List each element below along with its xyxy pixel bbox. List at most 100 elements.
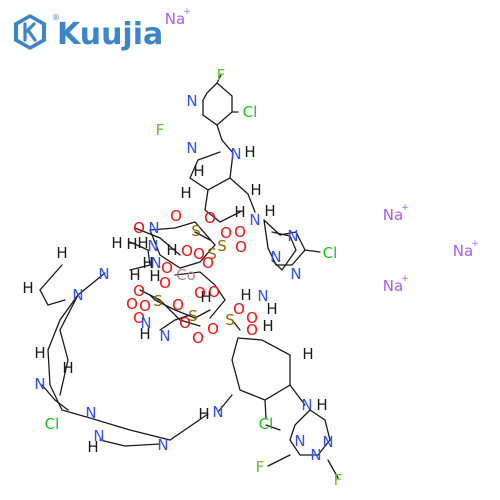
nitrogen-atom: N bbox=[310, 446, 321, 464]
nitrogen-atom: N bbox=[157, 436, 168, 454]
hydrogen-atom: H bbox=[111, 234, 122, 252]
oxygen-atom: O bbox=[161, 259, 173, 277]
oxygen-atom: O bbox=[246, 321, 258, 339]
oxygen-atom: O bbox=[179, 314, 191, 332]
sodium-ion: Na + bbox=[383, 274, 409, 295]
hydrogen-atom: H bbox=[139, 325, 150, 343]
logo-brand-text: Kuujia bbox=[57, 17, 163, 52]
oxygen-atom: O bbox=[233, 300, 245, 318]
nitrogen-atom: N bbox=[98, 265, 109, 283]
hydrogen-atom: H bbox=[244, 143, 255, 161]
hydrogen-atom: H bbox=[250, 181, 261, 199]
nitrogen-atom: N bbox=[186, 92, 197, 110]
svg-text:Na: Na bbox=[383, 206, 403, 224]
nitrogen-atom: N bbox=[159, 327, 170, 345]
sulfur-atom: S bbox=[153, 292, 163, 310]
svg-text:Na: Na bbox=[165, 10, 185, 28]
svg-text:+: + bbox=[401, 203, 409, 213]
oxygen-atom: O bbox=[235, 238, 247, 256]
nitrogen-atom: N bbox=[34, 375, 45, 393]
nitrogen-atom: N bbox=[72, 286, 83, 304]
hydrogen-atom: H bbox=[137, 234, 148, 252]
hydrogen-atom: H bbox=[126, 235, 137, 253]
nitrogen-atom: N bbox=[212, 403, 223, 421]
cobalt-atom: Co bbox=[176, 266, 196, 284]
chlorine-atom: Cl bbox=[323, 244, 338, 262]
hydrogen-atom: H bbox=[62, 359, 73, 377]
sodium-ion: Na + bbox=[453, 239, 479, 260]
nitrogen-atom: N bbox=[249, 211, 260, 229]
hydrogen-atom: H bbox=[234, 203, 245, 221]
oxygen-atom: O bbox=[234, 223, 246, 241]
logo-registered-mark: ® bbox=[52, 13, 60, 22]
oxygen-atom: O bbox=[159, 274, 171, 292]
nitrogen-atom: N bbox=[148, 219, 159, 237]
nitrogen-atom: N bbox=[301, 396, 312, 414]
sulfur-atom: S bbox=[217, 237, 227, 255]
hydrogen-atom: H bbox=[240, 286, 251, 304]
oxygen-atom: O bbox=[207, 320, 219, 338]
hydrogen-atom: H bbox=[302, 345, 313, 363]
sulfur-atom: S bbox=[225, 311, 235, 329]
nitrogen-atom: N bbox=[93, 427, 104, 445]
nitrogen-atom: N bbox=[186, 139, 197, 157]
nitrogen-atom: N bbox=[140, 314, 151, 332]
oxygen-atom: O bbox=[194, 284, 206, 302]
hydrogen-atom: H bbox=[198, 405, 209, 423]
sodium-ion: Na + bbox=[165, 7, 191, 28]
bond-lines bbox=[39, 74, 339, 479]
oxygen-atom: O bbox=[181, 242, 193, 260]
svg-text:Na: Na bbox=[383, 277, 403, 295]
hydrogen-atom: H bbox=[56, 244, 67, 262]
oxygen-atom: O bbox=[220, 224, 232, 242]
chlorine-atom: Cl bbox=[45, 415, 60, 433]
sulfur-atom: S bbox=[207, 245, 217, 263]
hydrogen-atom: H bbox=[262, 317, 273, 335]
svg-text:+: + bbox=[471, 239, 479, 249]
sulfur-atom: S bbox=[191, 222, 201, 240]
hydrogen-atom: H bbox=[22, 279, 33, 297]
oxygen-atom: O bbox=[202, 254, 214, 272]
nitrogen-atom: N bbox=[147, 237, 158, 255]
nitrogen-atom: N bbox=[270, 248, 281, 266]
hydrogen-atom: H bbox=[180, 184, 191, 202]
hydrogen-atom: H bbox=[266, 300, 277, 318]
nitrogen-atom: N bbox=[230, 145, 241, 163]
oxygen-atom: O bbox=[133, 309, 145, 327]
oxygen-atom: O bbox=[170, 207, 182, 225]
nitrogen-atom: N bbox=[257, 287, 268, 305]
oxygen-atom: O bbox=[246, 309, 258, 327]
hydrogen-atom: H bbox=[316, 396, 327, 414]
hydrogen-atom: H bbox=[264, 202, 275, 220]
chlorine-atom: Cl bbox=[243, 103, 258, 121]
kuujia-logo: Kuujia ® bbox=[14, 13, 163, 52]
oxygen-atom: O bbox=[193, 245, 205, 263]
oxygen-atom: O bbox=[172, 296, 184, 314]
fluorine-atom: F bbox=[256, 458, 265, 476]
svg-text:+: + bbox=[183, 7, 191, 17]
nitrogen-atom: N bbox=[85, 404, 96, 422]
fluorine-atom: F bbox=[156, 121, 165, 139]
nitrogen-atom: N bbox=[322, 433, 333, 451]
nitrogen-atom: N bbox=[287, 227, 298, 245]
nitrogen-atom: N bbox=[294, 432, 305, 450]
nitrogen-atom: N bbox=[150, 254, 161, 272]
oxygen-atom: O bbox=[133, 219, 145, 237]
hydrogen-atom: H bbox=[166, 241, 177, 259]
oxygen-atom: O bbox=[126, 295, 138, 313]
oxygen-atom: O bbox=[133, 282, 145, 300]
nitrogen-atom: N bbox=[290, 265, 301, 283]
hydrogen-atom: H bbox=[200, 288, 211, 306]
hydrogen-atom: H bbox=[193, 162, 204, 180]
svg-text:+: + bbox=[401, 274, 409, 284]
hydrogen-atom: H bbox=[34, 344, 45, 362]
fluorine-atom: F bbox=[217, 66, 226, 84]
sulfur-atom: S bbox=[188, 307, 198, 325]
oxygen-atom: O bbox=[139, 297, 151, 315]
fluorine-atom: F bbox=[334, 471, 343, 489]
oxygen-atom: O bbox=[208, 283, 220, 301]
oxygen-atom: O bbox=[204, 209, 216, 227]
svg-text:Na: Na bbox=[453, 242, 473, 260]
hydrogen-atom: H bbox=[129, 266, 140, 284]
